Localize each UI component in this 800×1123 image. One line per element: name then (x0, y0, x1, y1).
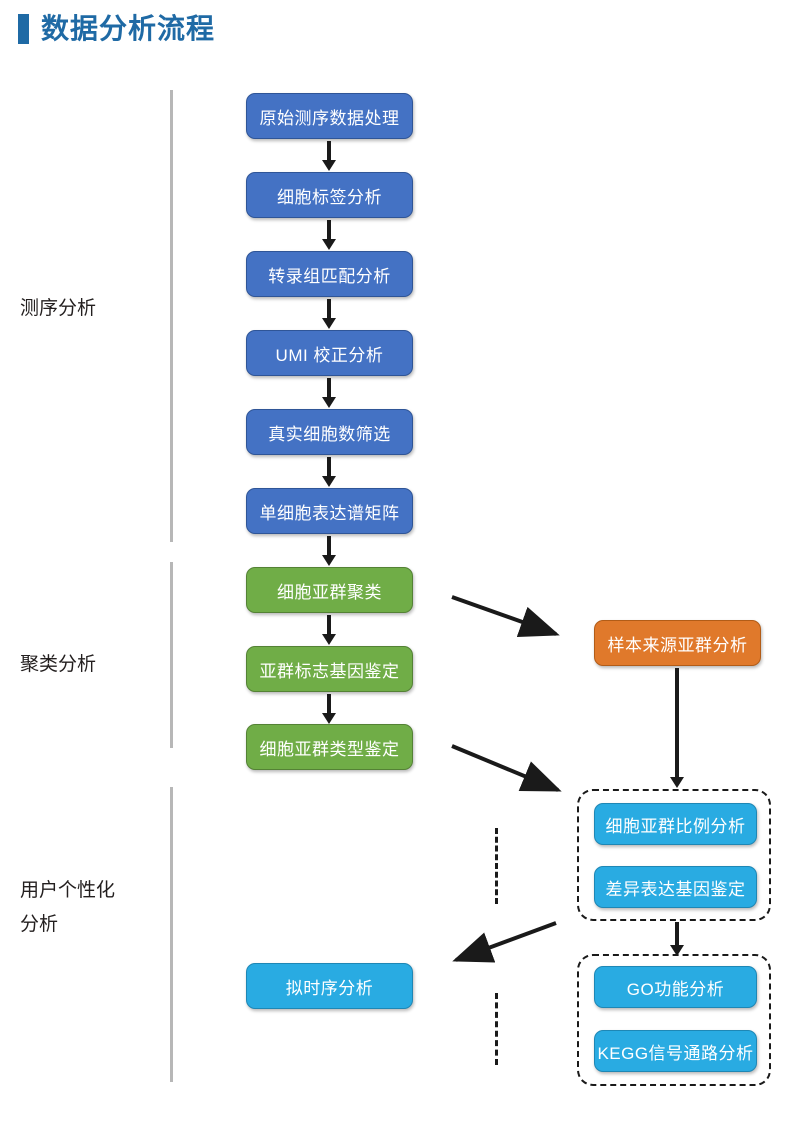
arrow-seq-5-to-cluster-0 (327, 536, 331, 556)
arrow-seq-0-to-1 (327, 141, 331, 161)
node-differentially-expressed-gene-identification[interactable]: 差异表达基因鉴定 (594, 866, 757, 908)
node-umi-correction-analysis[interactable]: UMI 校正分析 (246, 330, 413, 376)
arrow-subtype-to-custom-group-1 (451, 744, 562, 792)
section-divider-sequencing (170, 90, 173, 542)
title-label: 数据分析流程 (41, 13, 216, 44)
node-single-cell-expression-matrix[interactable]: 单细胞表达谱矩阵 (246, 488, 413, 534)
node-cell-barcode-analysis[interactable]: 细胞标签分析 (246, 172, 413, 218)
dashed-separator-lower (495, 993, 498, 1065)
node-real-cell-number-filtering[interactable]: 真实细胞数筛选 (246, 409, 413, 455)
node-transcriptome-mapping-analysis[interactable]: 转录组匹配分析 (246, 251, 413, 297)
arrow-cluster-0-to-1 (327, 615, 331, 635)
node-go-function-analysis[interactable]: GO功能分析 (594, 966, 757, 1008)
node-cell-subpopulation-clustering[interactable]: 细胞亚群聚类 (246, 567, 413, 613)
arrow-seq-2-to-3 (327, 299, 331, 319)
section-divider-custom (170, 787, 173, 1082)
page-title: 数据分析流程 (18, 14, 215, 44)
stage-label-custom-analysis: 用户个性化 分析 (20, 880, 116, 935)
arrow-seq-4-to-5 (327, 457, 331, 477)
stage-label-sequencing: 测序分析 (20, 298, 97, 319)
node-cell-subpopulation-type-identification[interactable]: 细胞亚群类型鉴定 (246, 724, 413, 770)
dashed-group-proportion-and-deg (577, 789, 771, 921)
node-sample-source-subpopulation-analysis[interactable]: 样本来源亚群分析 (594, 620, 761, 666)
title-accent-bar (18, 14, 29, 44)
node-kegg-pathway-analysis[interactable]: KEGG信号通路分析 (594, 1030, 757, 1072)
section-divider-clustering (170, 562, 173, 748)
node-pseudotime-analysis[interactable]: 拟时序分析 (246, 963, 413, 1009)
node-cell-subpopulation-proportion-analysis[interactable]: 细胞亚群比例分析 (594, 803, 757, 845)
stage-label-clustering: 聚类分析 (20, 654, 97, 675)
dashed-separator-upper (495, 828, 498, 904)
arrow-clustering-to-sample-source (451, 595, 560, 638)
node-subpopulation-marker-gene-identification[interactable]: 亚群标志基因鉴定 (246, 646, 413, 692)
arrow-custom-group-1-to-group-2 (675, 922, 679, 946)
arrow-cluster-1-to-2 (327, 694, 331, 714)
arrow-seq-3-to-4 (327, 378, 331, 398)
arrow-seq-1-to-2 (327, 220, 331, 240)
dashed-group-go-and-kegg (577, 954, 771, 1086)
node-raw-sequencing-data-processing[interactable]: 原始测序数据处理 (246, 93, 413, 139)
arrow-sample-source-to-custom-group-1 (675, 668, 679, 778)
arrow-custom-group-to-pseudotime (452, 921, 557, 963)
